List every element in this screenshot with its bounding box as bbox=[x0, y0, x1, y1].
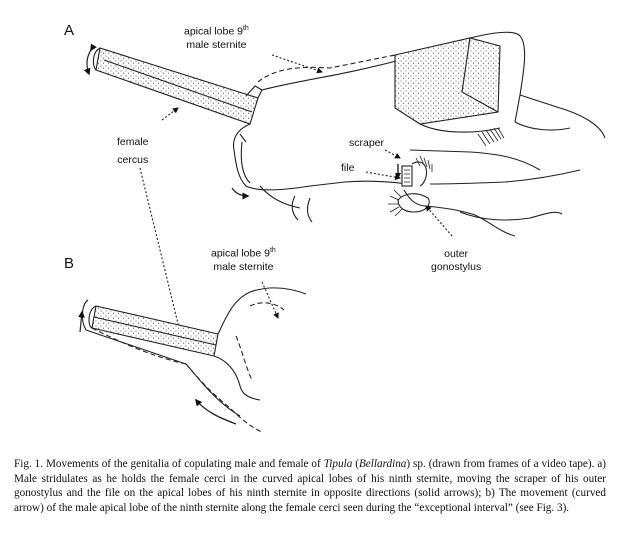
male-body-a bbox=[232, 31, 606, 237]
label-scraper: scraper bbox=[349, 137, 385, 149]
hair-tuft-a bbox=[477, 127, 505, 147]
label-female-cercus: female cercus bbox=[117, 136, 149, 171]
arrow-file bbox=[365, 171, 401, 181]
female-cercus-b bbox=[81, 299, 219, 365]
label-outer-gonostylus: outer gonostylus bbox=[431, 248, 481, 274]
panel-label-a: A bbox=[64, 22, 75, 39]
label-outer-gonostylus-line2: gonostylus bbox=[431, 261, 482, 273]
label-apical-lobe-b-sup: th bbox=[269, 247, 276, 254]
label-apical-lobe-a-line2: male sternite bbox=[186, 38, 247, 51]
label-female-cercus-line2: cercus bbox=[117, 154, 149, 166]
caption-part-3: ) sp. (drawn from frames of a video tape… bbox=[14, 458, 606, 514]
motion-arrow-curved-b bbox=[195, 398, 237, 425]
motion-arrow-cercus-b bbox=[77, 310, 85, 333]
arrow-scraper bbox=[384, 149, 401, 159]
arrow-apical-a bbox=[271, 54, 323, 74]
figure-caption: Fig. 1. Movements of the genitalia of co… bbox=[14, 457, 606, 515]
panel-b-drawing bbox=[77, 281, 307, 433]
file-scraper-a bbox=[388, 155, 433, 217]
panel-a-drawing bbox=[83, 31, 606, 341]
label-apical-lobe-b-line1: apical lobe 9 bbox=[211, 247, 270, 260]
label-apical-lobe-b-line2: male sternite bbox=[213, 260, 274, 273]
label-female-cercus-line1: female bbox=[117, 136, 149, 148]
male-apical-lobe-b bbox=[91, 287, 307, 433]
arrow-gonostylus bbox=[425, 205, 453, 237]
motion-arrow-cercus-a bbox=[83, 43, 97, 76]
label-apical-lobe-a-line1: apical lobe 9 bbox=[184, 25, 243, 38]
caption-part-2: ( bbox=[352, 458, 359, 470]
label-apical-lobe-a-sup: th bbox=[242, 25, 249, 32]
caption-subgenus: Bellardina bbox=[358, 458, 407, 470]
female-cercus-a bbox=[92, 47, 263, 125]
label-apical-lobe-b: apical lobe 9th male sternite bbox=[211, 244, 276, 274]
arrow-apical-b bbox=[261, 281, 279, 319]
arrow-cercus-to-b bbox=[139, 167, 184, 341]
label-apical-lobe-a: apical lobe 9th male sternite bbox=[184, 22, 249, 52]
genitalia-drawing bbox=[77, 31, 606, 433]
arrow-cercus-a bbox=[161, 107, 179, 121]
caption-part-1: Fig. 1. Movements of the genitalia of co… bbox=[14, 458, 324, 470]
label-file: file bbox=[341, 162, 355, 174]
caption-genus: Tipula bbox=[323, 458, 353, 470]
panel-label-b: B bbox=[64, 255, 75, 272]
label-outer-gonostylus-line1: outer bbox=[444, 248, 469, 260]
motion-arrow-body-a bbox=[231, 187, 250, 200]
